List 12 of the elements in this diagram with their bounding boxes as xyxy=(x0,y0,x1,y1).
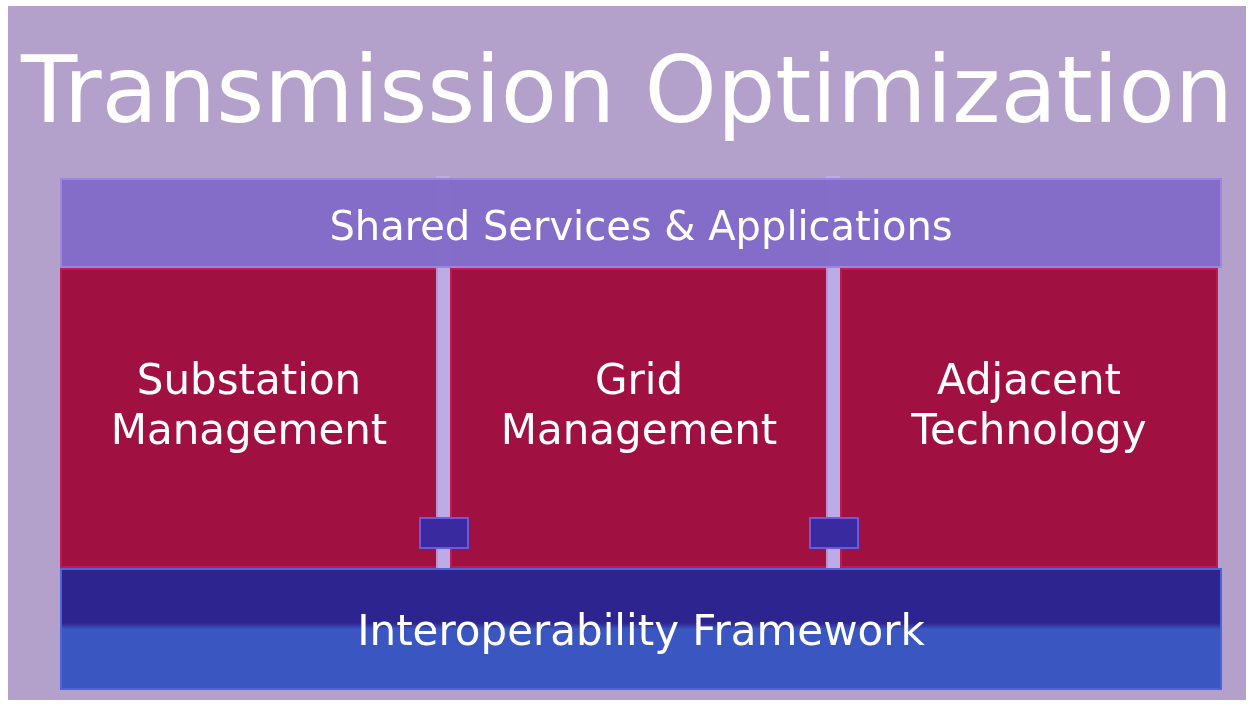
module-box xyxy=(840,268,1218,568)
frame-panel xyxy=(8,6,1246,700)
title: Transmission Optimization xyxy=(20,36,1234,146)
box-label: Substation Management xyxy=(109,355,389,456)
module-box xyxy=(450,268,828,568)
bar-label: Interoperability Framework xyxy=(357,606,925,657)
box-label: Grid Management xyxy=(499,355,779,456)
module-box xyxy=(60,268,438,568)
bar-label: Shared Services & Applications xyxy=(329,202,953,250)
box-label: Adjacent Technology xyxy=(910,355,1148,456)
framework-bar xyxy=(60,568,1222,690)
services-bar xyxy=(60,178,1222,268)
